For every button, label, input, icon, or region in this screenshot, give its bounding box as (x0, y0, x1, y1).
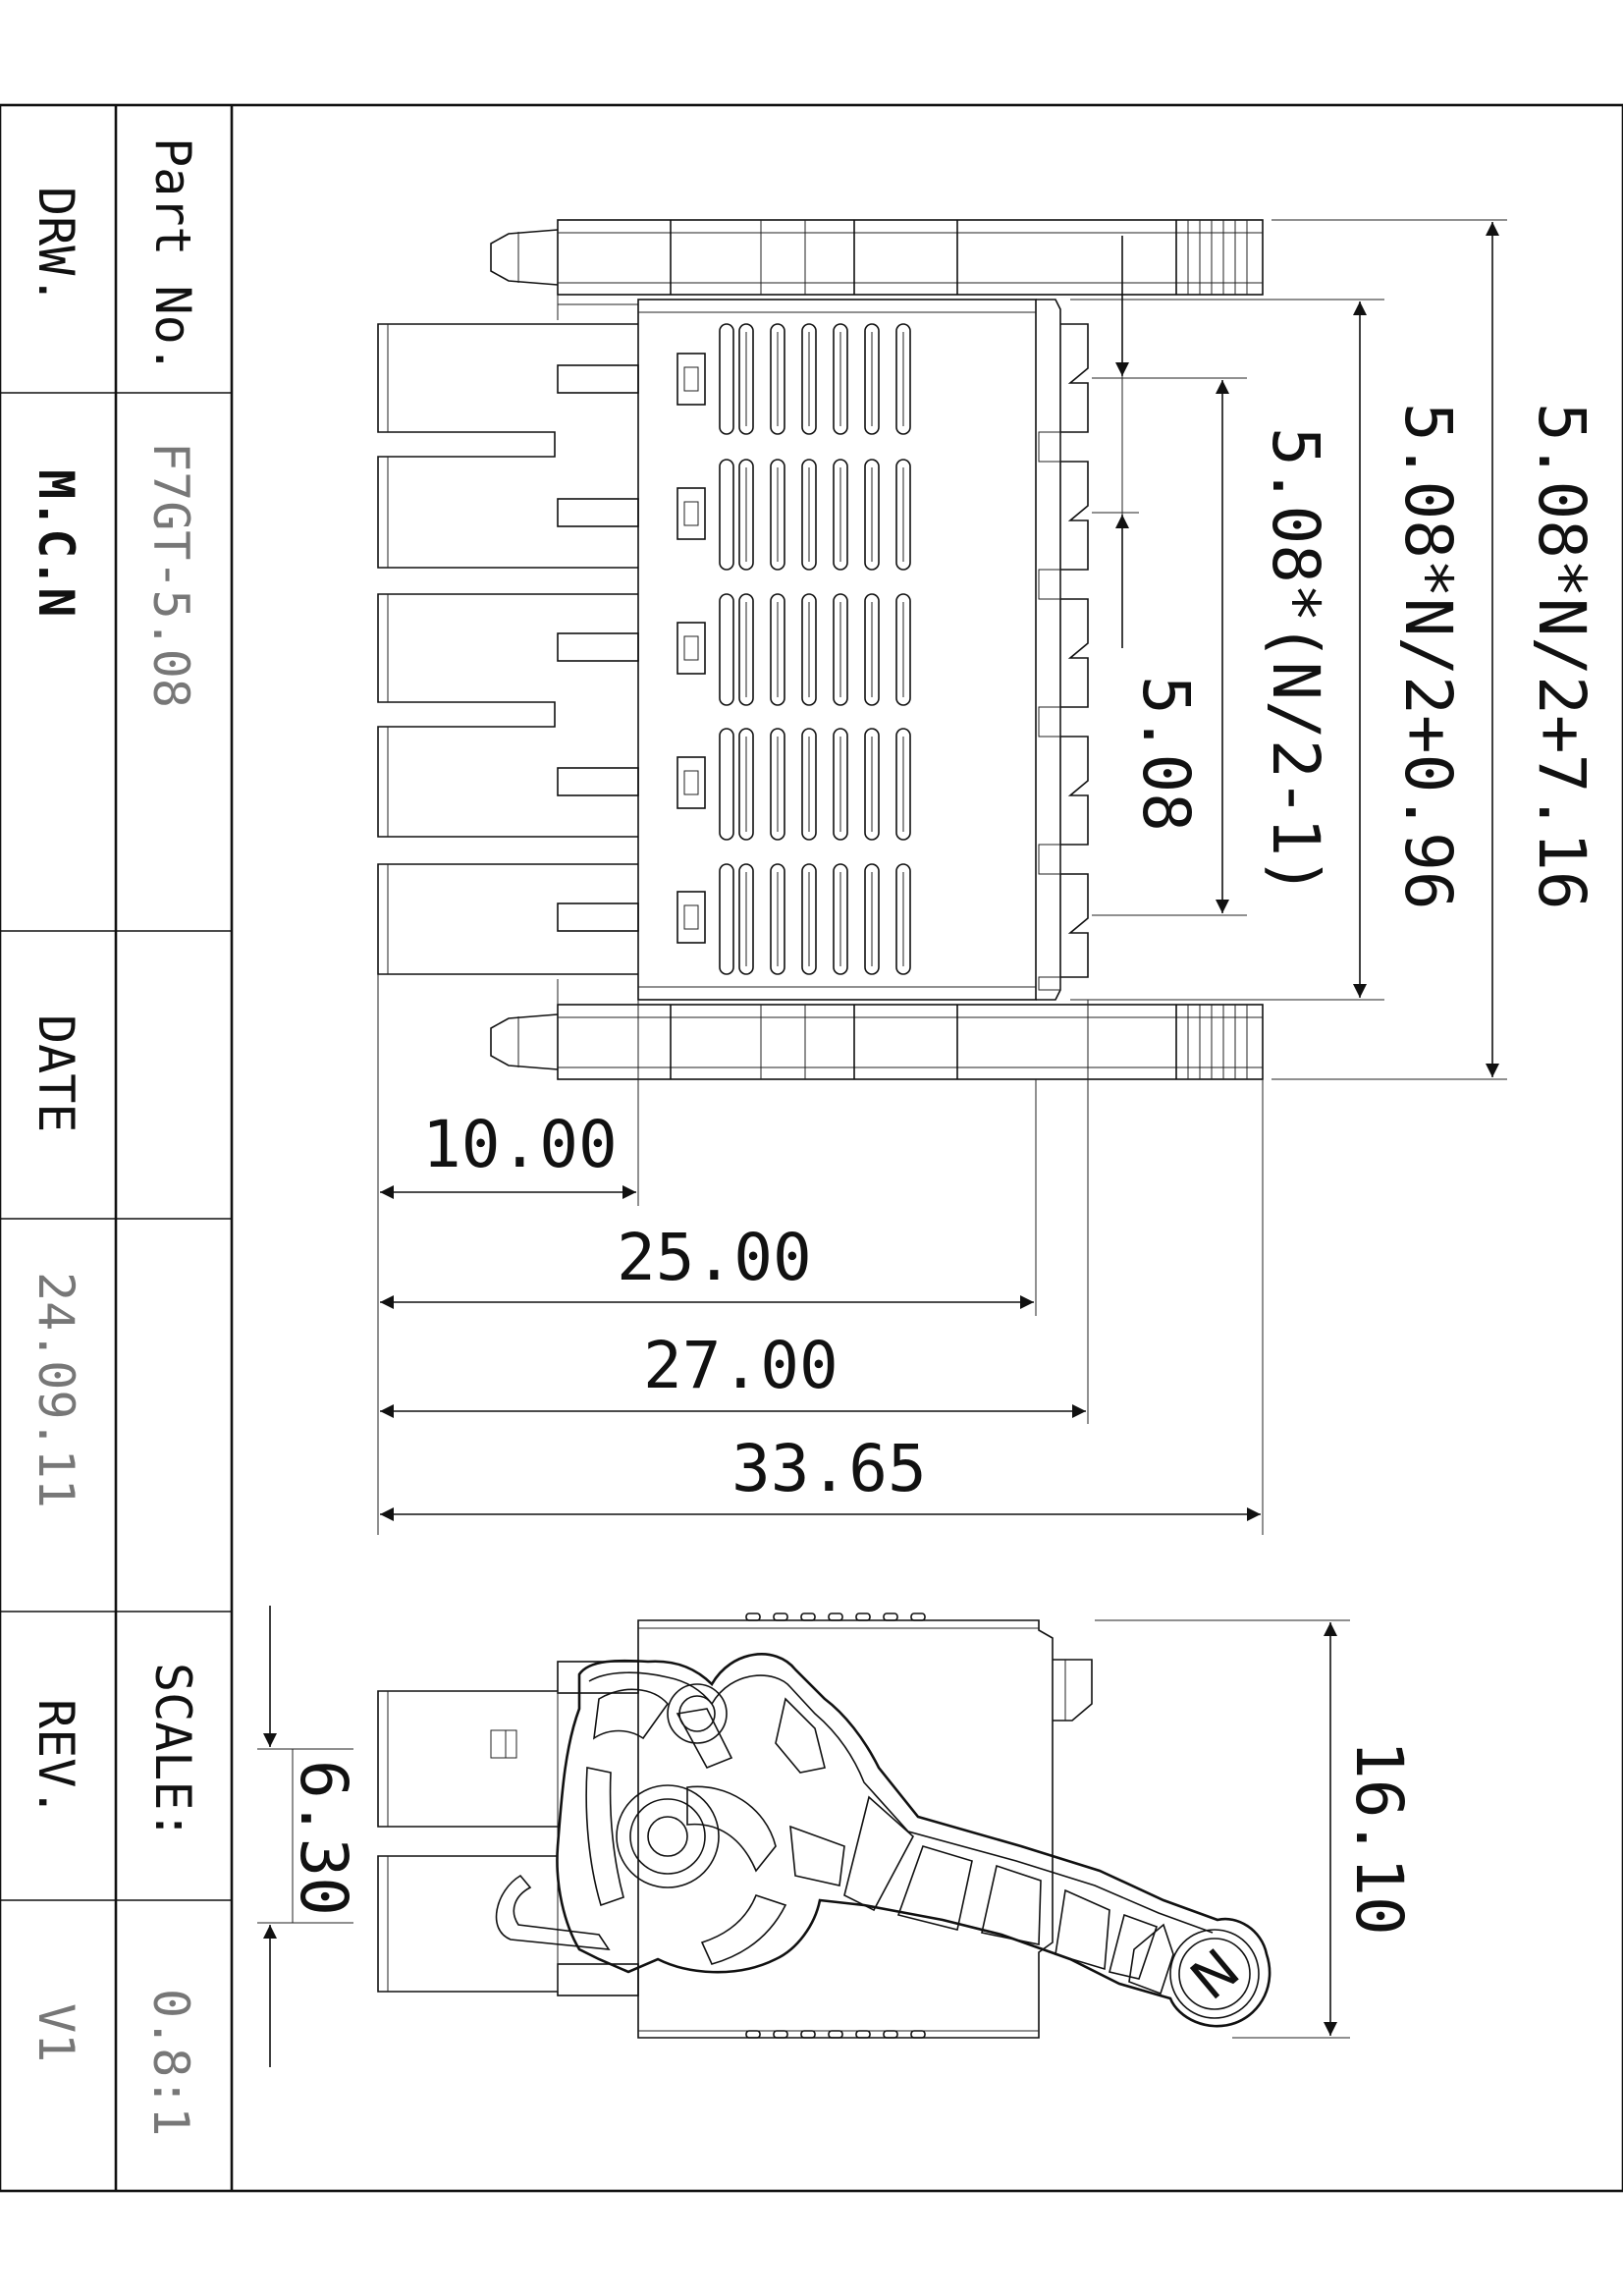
dim-overall-height: 5.08*N/2+7.16 (1524, 403, 1599, 910)
grip-rib (864, 323, 880, 435)
housing-bump (745, 1613, 761, 1621)
top-view-dimensions: 5.08*N/2+7.16 5.08*N/2+0.96 5.08*(N/2-1)… (377, 219, 1599, 1535)
grip-rib (738, 323, 754, 435)
dim-inner-height: 5.08*N/2+0.96 (1390, 403, 1466, 910)
date-value: 24.09.11 (27, 1272, 84, 1508)
housing-bump (828, 1613, 843, 1621)
dim-pitch: 5.08 (1128, 676, 1204, 832)
grip-rib (738, 459, 754, 571)
part-no-value: F7GT-5.08 (142, 442, 199, 708)
housing-bump (883, 2030, 898, 2039)
grip-rib (833, 863, 848, 975)
grip-rib (738, 863, 754, 975)
housing-bump (773, 1613, 788, 1621)
housing-bump (828, 2030, 843, 2039)
rev-value: V1 (27, 2003, 84, 2062)
drawing-frame (0, 103, 1623, 2193)
drawn-value: M.C.N (27, 469, 84, 618)
grip-rib (801, 863, 817, 975)
grip-rib (770, 728, 785, 841)
grip-ribs (719, 323, 911, 975)
grip-rib (833, 459, 848, 571)
grip-rib (895, 459, 911, 571)
grip-rib (801, 728, 817, 841)
dim-27: 27.00 (643, 1328, 839, 1403)
grip-rib (833, 728, 848, 841)
grip-rib (770, 323, 785, 435)
grip-rib (719, 863, 734, 975)
housing-bump (910, 1613, 926, 1621)
grip-rib (770, 593, 785, 706)
grip-rib (833, 593, 848, 706)
latch-windows (676, 353, 706, 944)
housing-bump (745, 2030, 761, 2039)
dim-25: 25.00 (617, 1220, 812, 1295)
grip-rib (864, 728, 880, 841)
housing-bump (883, 1613, 898, 1621)
grip-rib (895, 863, 911, 975)
grip-rib (864, 459, 880, 571)
housing-bump (773, 2030, 788, 2039)
scale-label: SCALE: (144, 1663, 201, 1840)
grip-rib (770, 863, 785, 975)
rev-label: REV. (27, 1699, 84, 1817)
dim-1610: 16.10 (1341, 1740, 1417, 1936)
housing-bump (855, 2030, 871, 2039)
grip-rib (738, 593, 754, 706)
bottom-bumps (745, 2030, 926, 2039)
title-block: Part No. F7GT-5.08 DRW. M.C.N DATE 24.09… (0, 105, 234, 2191)
side-view-connector: N (377, 1613, 1271, 2039)
grip-rib (895, 728, 911, 841)
grip-rib (895, 323, 911, 435)
grip-rib (895, 593, 911, 706)
scale-value: 0.8:1 (142, 1989, 199, 2137)
drawn-label: DRW. (27, 187, 84, 304)
part-no-label: Part No. (144, 137, 201, 374)
grip-rib (801, 459, 817, 571)
grip-rib (801, 323, 817, 435)
housing-bump (800, 2030, 816, 2039)
grip-rib (864, 593, 880, 706)
housing-bump (910, 2030, 926, 2039)
grip-rib (833, 323, 848, 435)
grip-rib (719, 323, 734, 435)
dim-pitch-span: 5.08*(N/2-1) (1258, 427, 1333, 896)
grip-rib (719, 728, 734, 841)
date-label: DATE (27, 1014, 84, 1132)
housing-bump (800, 1613, 816, 1621)
side-view-dimensions: 6.30 16.10 (257, 1606, 1417, 2067)
grip-rib (801, 593, 817, 706)
grip-rib (719, 459, 734, 571)
top-view-connector (377, 219, 1264, 1080)
grip-rib (770, 459, 785, 571)
grip-rib (864, 863, 880, 975)
housing-bump (855, 1613, 871, 1621)
dim-3365: 33.65 (731, 1431, 927, 1506)
grip-rib (719, 593, 734, 706)
grip-rib (738, 728, 754, 841)
lever-outline (556, 1653, 1271, 2028)
top-bumps (745, 1613, 926, 1621)
dim-630: 6.30 (286, 1760, 361, 1916)
dim-10: 10.00 (422, 1107, 618, 1182)
